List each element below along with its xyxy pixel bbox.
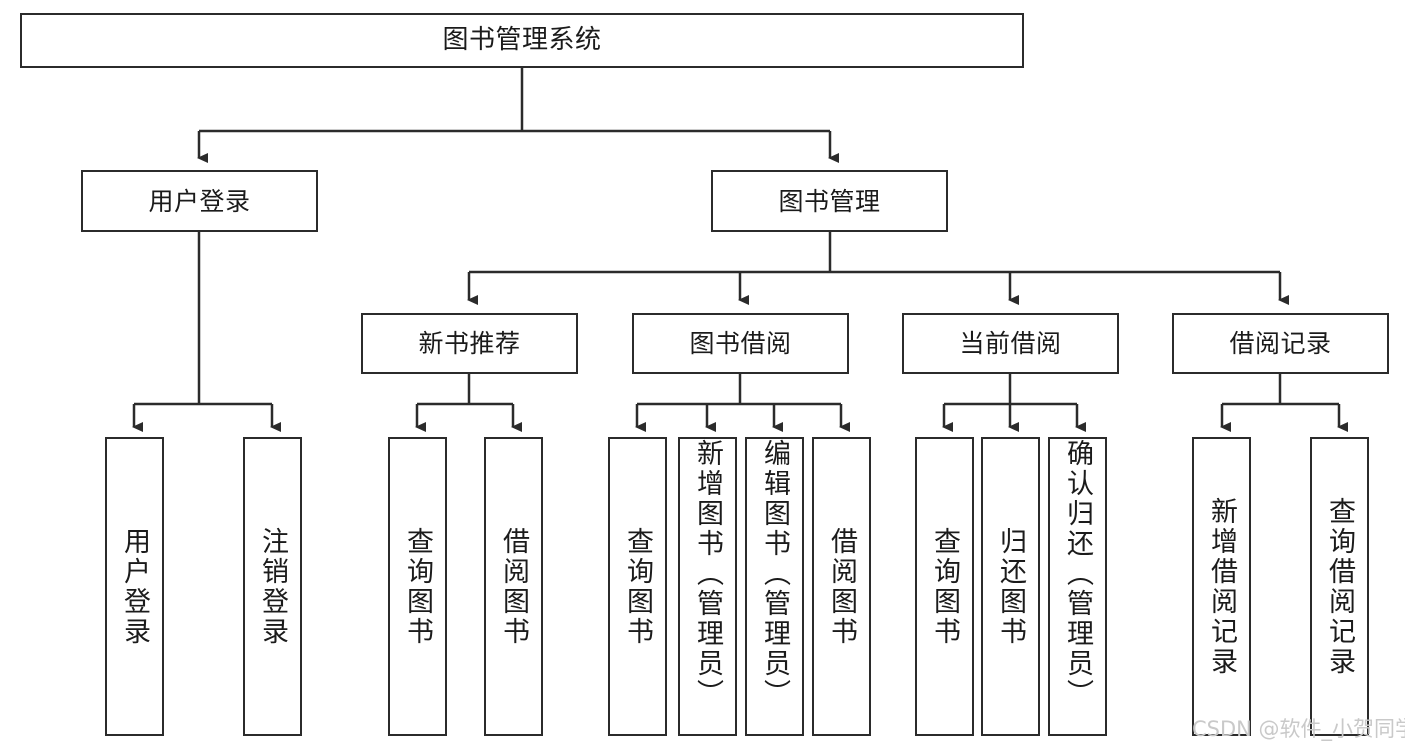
node-current-borrow[interactable]: 当前借阅 (902, 313, 1119, 374)
node-leaf-edit-book-admin[interactable]: 编辑图书（管理员） (745, 437, 804, 736)
node-root-book-management-system[interactable]: 图书管理系统 (20, 13, 1024, 68)
node-label: 图书借阅 (689, 329, 792, 358)
node-leaf-borrow-book-new[interactable]: 借阅图书 (484, 437, 543, 736)
node-leaf-confirm-return-admin[interactable]: 确认归还（管理员） (1048, 437, 1107, 736)
node-label: 新增借阅记录 (1206, 496, 1237, 677)
node-user-login[interactable]: 用户登录 (81, 170, 318, 232)
node-book-borrow[interactable]: 图书借阅 (632, 313, 849, 374)
node-label: 图书管理系统 (442, 25, 602, 56)
node-leaf-add-book-admin[interactable]: 新增图书（管理员） (678, 437, 737, 736)
node-leaf-logout-login[interactable]: 注销登录 (243, 437, 302, 736)
node-label: 新增图书（管理员） (692, 439, 723, 709)
csdn-watermark: CSDN @软件_小贺同学 (1192, 717, 1405, 741)
node-leaf-user-login[interactable]: 用户登录 (105, 437, 164, 736)
node-leaf-query-book-current[interactable]: 查询图书 (915, 437, 974, 736)
node-label: 当前借阅 (959, 329, 1062, 358)
node-label: 借阅记录 (1229, 329, 1332, 358)
node-leaf-query-book-borrow[interactable]: 查询图书 (608, 437, 667, 736)
node-label: 借阅图书 (826, 526, 857, 647)
node-label: 查询图书 (622, 526, 653, 647)
node-book-management[interactable]: 图书管理 (711, 170, 948, 232)
node-label: 归还图书 (995, 526, 1026, 647)
node-label: 注销登录 (257, 526, 288, 647)
node-leaf-query-borrow-record[interactable]: 查询借阅记录 (1310, 437, 1369, 736)
node-label: 查询借阅记录 (1324, 496, 1355, 677)
node-label: 确认归还（管理员） (1062, 439, 1093, 709)
node-label: 新书推荐 (418, 329, 521, 358)
node-label: 借阅图书 (498, 526, 529, 647)
node-leaf-return-book[interactable]: 归还图书 (981, 437, 1040, 736)
node-label: 图书管理 (778, 186, 881, 216)
node-borrow-record[interactable]: 借阅记录 (1172, 313, 1389, 374)
node-leaf-borrow-book-borrow[interactable]: 借阅图书 (812, 437, 871, 736)
node-label: 查询图书 (402, 526, 433, 647)
node-new-book-recommendation[interactable]: 新书推荐 (361, 313, 578, 374)
node-label: 编辑图书（管理员） (759, 439, 790, 709)
node-leaf-query-book-new[interactable]: 查询图书 (388, 437, 447, 736)
node-leaf-add-borrow-record[interactable]: 新增借阅记录 (1192, 437, 1251, 736)
node-label: 用户登录 (119, 526, 150, 647)
node-label: 查询图书 (929, 526, 960, 647)
node-label: 用户登录 (148, 186, 251, 216)
